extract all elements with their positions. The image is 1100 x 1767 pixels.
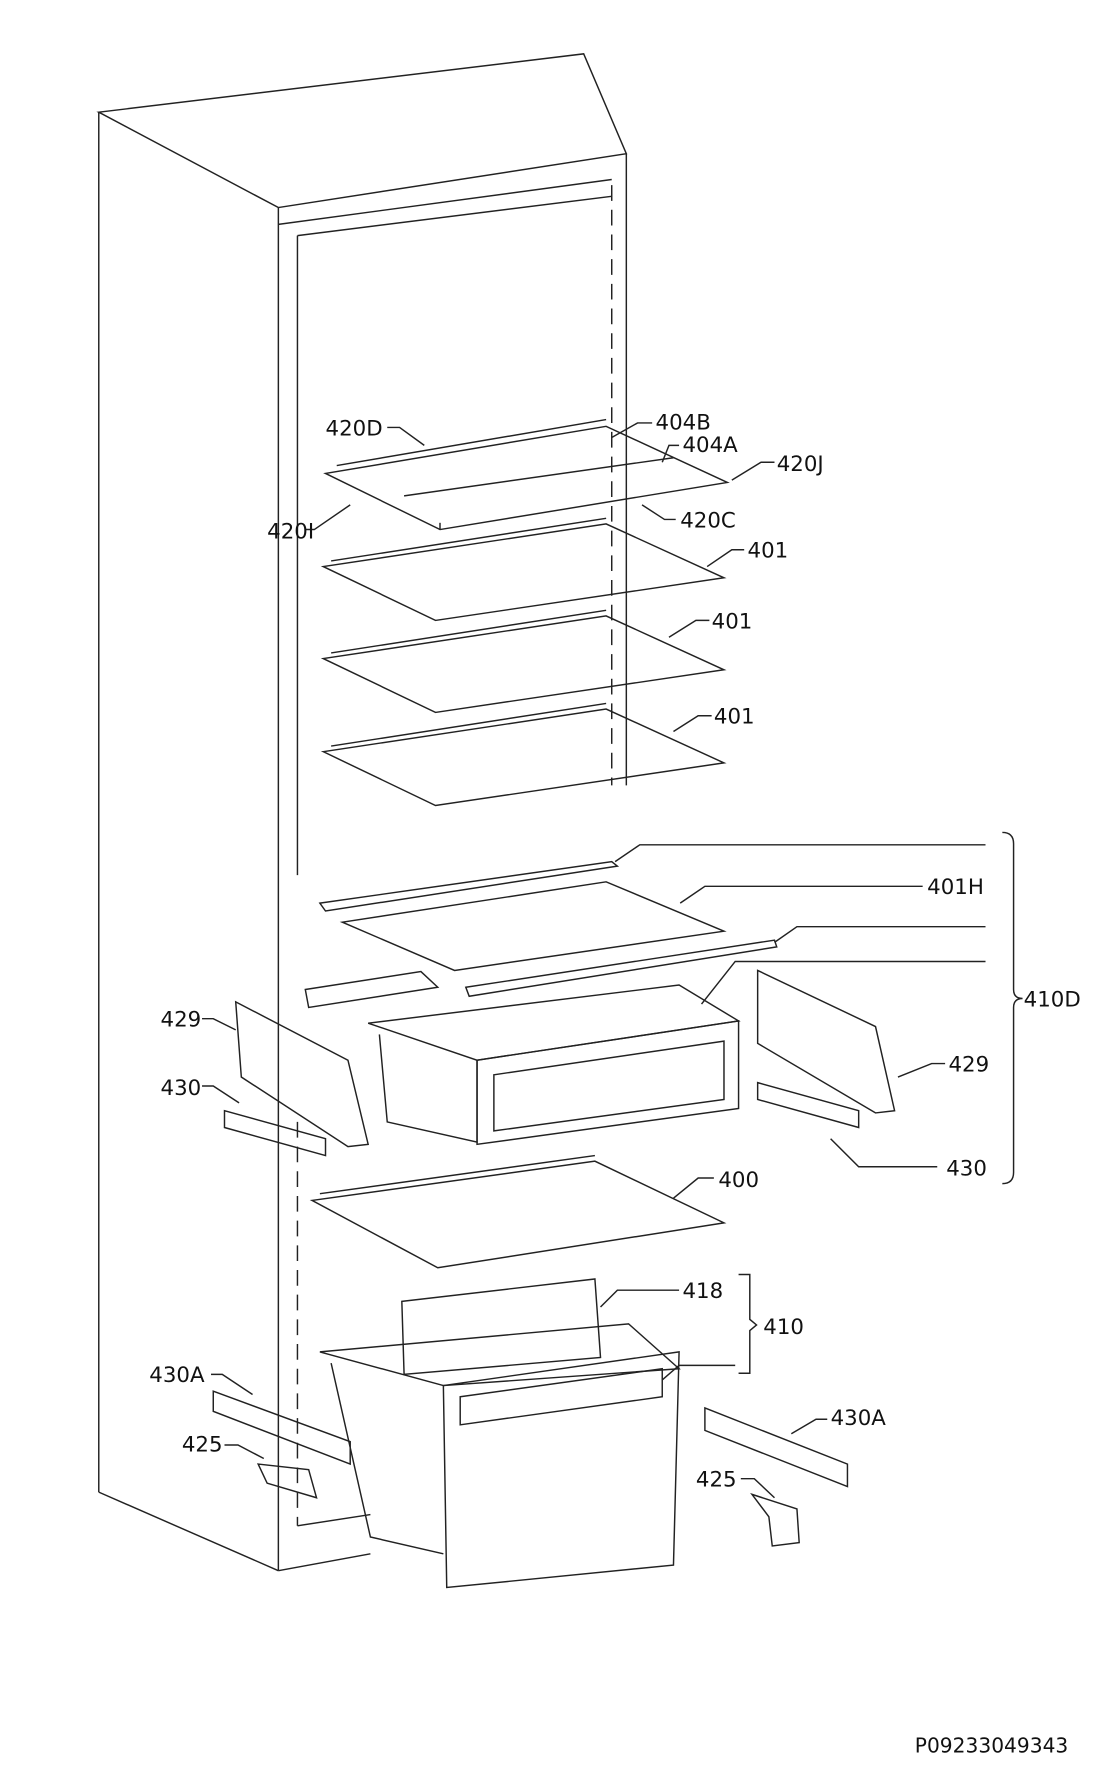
left-rail-430A <box>212 1390 351 1466</box>
label-430A-left: 430A <box>149 1363 205 1388</box>
left-side-bracket <box>234 1000 370 1148</box>
bottom-drawer <box>319 1278 681 1589</box>
label-410D: 410D <box>1024 987 1081 1012</box>
glass-shelf-2 <box>320 609 727 714</box>
label-404B: 404B <box>656 411 711 436</box>
label-430A-right: 430A <box>831 1406 887 1431</box>
label-420I: 420I <box>267 520 314 545</box>
label-420C: 420C <box>680 508 736 533</box>
right-slide <box>756 1081 860 1129</box>
top-shelf-assembly <box>323 418 730 531</box>
label-420J: 420J <box>777 452 824 477</box>
label-401-b: 401 <box>712 609 753 634</box>
diagram-reference-number: P09233049343 <box>915 1733 1069 1757</box>
label-401H: 401H <box>927 875 984 900</box>
label-425-right: 425 <box>696 1468 737 1493</box>
label-418: 418 <box>682 1279 723 1304</box>
label-430-left: 430 <box>161 1076 202 1101</box>
leader-lines <box>202 422 1023 1499</box>
label-401-a: 401 <box>748 539 789 564</box>
label-410: 410 <box>763 1315 804 1340</box>
left-latch-425 <box>256 1463 318 1499</box>
left-slide <box>223 1109 327 1157</box>
label-420D: 420D <box>326 416 383 441</box>
label-425-left: 425 <box>182 1433 223 1458</box>
label-404A: 404A <box>682 433 738 458</box>
glass-shelf-3 <box>320 702 727 807</box>
label-430-right: 430 <box>946 1157 987 1182</box>
fridge-cabinet <box>96 53 628 1572</box>
crisper-cover <box>304 860 778 1009</box>
shelf-400 <box>309 1154 727 1269</box>
label-429-left: 429 <box>161 1008 202 1033</box>
label-401-c: 401 <box>714 705 755 730</box>
label-429-right: 429 <box>948 1052 989 1077</box>
label-400: 400 <box>718 1168 759 1193</box>
right-side-bracket <box>756 969 896 1114</box>
crisper-drawer <box>367 984 741 1146</box>
glass-shelf-1 <box>320 517 727 622</box>
right-latch-425 <box>750 1492 800 1547</box>
right-rail-430A <box>704 1406 849 1488</box>
